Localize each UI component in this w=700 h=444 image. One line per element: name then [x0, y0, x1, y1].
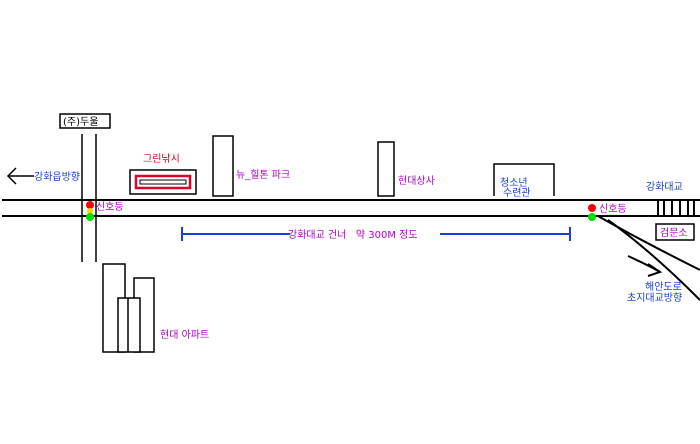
ganghwa-eup-label: 강화읍방향 — [34, 171, 80, 183]
coastal-road-label-2: 초지대교방향 — [627, 292, 682, 304]
green-fishing-building — [129, 169, 197, 195]
hyundai-apartment-buildings — [102, 263, 155, 353]
signal-left-label: 신호등 — [96, 201, 124, 213]
coastal-road-label-1: 해안도로 — [645, 280, 682, 293]
checkpoint-label: 검문소 — [660, 227, 688, 239]
main-road — [2, 199, 700, 217]
new-hilton-building — [212, 135, 234, 197]
distance-marker — [181, 227, 571, 241]
youth-center-label-1: 청소년 — [500, 177, 528, 189]
signal-light-right-icon — [588, 204, 596, 221]
signal-light-left-icon — [86, 201, 94, 221]
hyundai-sangsa-label: 현대상사 — [398, 175, 435, 187]
hyundai-sangsa-building — [377, 141, 395, 197]
distance-label: 강화대교 건너 약 300M 정도 — [288, 229, 418, 241]
new-hilton-label: 뉴_힐톤 파크 — [236, 168, 290, 181]
ganghwa-eup-arrow-icon — [6, 167, 34, 185]
hyundai-apt-label: 현대 아파트 — [160, 329, 209, 341]
dooul-sign — [59, 113, 111, 129]
ganghwa-bridge-label: 강화대교 — [646, 181, 683, 193]
dooul-label: (주)두울 — [63, 116, 98, 128]
coastal-road — [597, 215, 700, 301]
checkpoint-box — [655, 223, 695, 241]
dooul-posts — [81, 134, 97, 262]
green-fishing-label: 그린낚시 — [143, 153, 180, 165]
ganghwa-bridge-structure — [655, 200, 700, 217]
youth-center-label-2: 수련관 — [503, 187, 531, 199]
youth-center-building — [493, 163, 555, 196]
signal-right-label: 신호등 — [599, 203, 627, 215]
